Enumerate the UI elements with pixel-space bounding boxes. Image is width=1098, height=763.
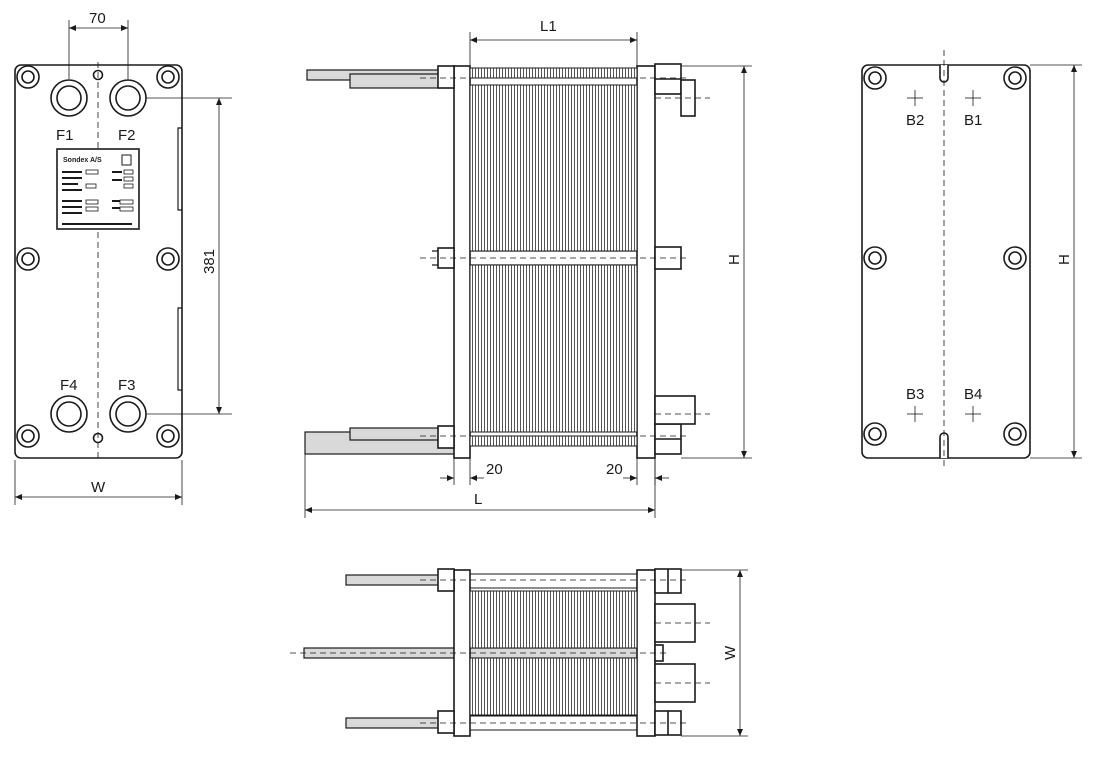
port-label-b4: B4 [964,386,982,403]
top-view: W [290,568,748,737]
dim-label-w-front: W [91,479,106,496]
port-label-f1: F1 [56,127,74,144]
bolt-holes-front [16,65,180,448]
plate-pack-upper [469,84,638,252]
side-view: L1 20 20 L H [304,18,752,518]
dim-label-20-right: 20 [606,461,623,478]
plate-pack-lower [469,264,638,433]
plate-pack-top-lower [469,657,638,716]
dim-label-l1: L1 [540,18,557,35]
dim-label-h-back: H [1056,254,1073,265]
port-label-b3: B3 [906,386,924,403]
dim-label-381: 381 [201,249,218,274]
dim-label-20-left: 20 [486,461,503,478]
nameplate: Sondex A/S [56,148,140,230]
port-label-b2: B2 [906,112,924,129]
port-label-f3: F3 [118,377,136,394]
bolt-holes-back [863,66,1027,446]
port-label-b1: B1 [964,112,982,129]
front-view: Sondex A/S F1 F2 F3 F4 [14,10,232,505]
ports-front [50,79,147,433]
back-view: B1 B2 B3 B4 H [861,50,1082,470]
port-label-f4: F4 [60,377,78,394]
dim-label-h-side: H [726,254,743,265]
plate-pack-top-upper [469,590,638,649]
port-label-f2: F2 [118,127,136,144]
dim-label-w-top: W [722,645,739,660]
nameplate-brand: Sondex A/S [63,157,102,164]
dim-label-l: L [474,491,482,508]
dim-label-70: 70 [89,10,106,27]
